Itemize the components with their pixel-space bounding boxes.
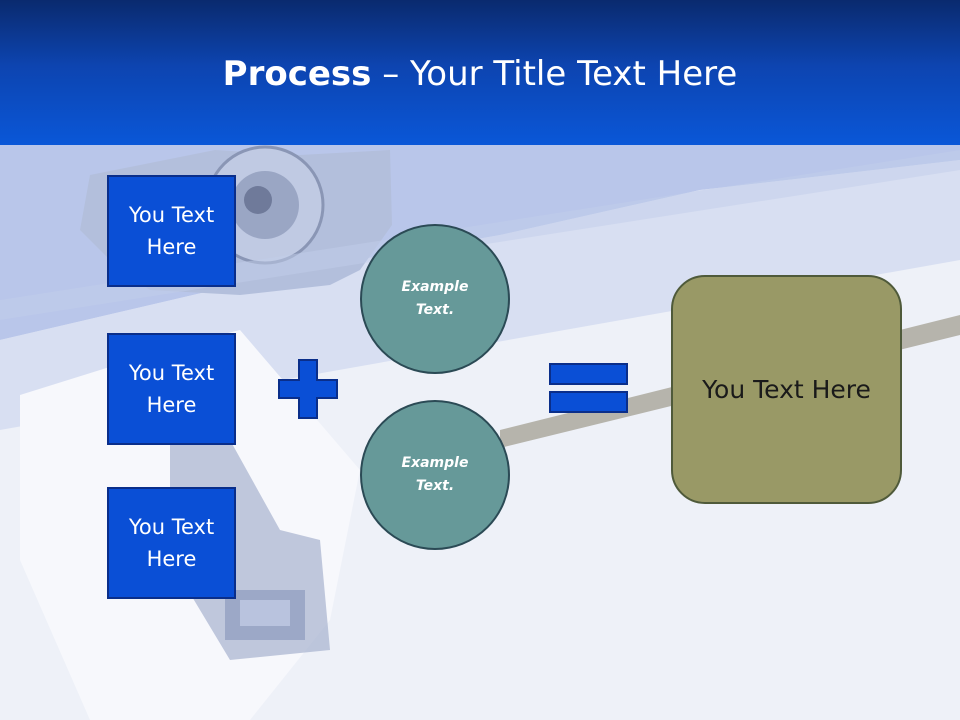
result-box[interactable]: You Text Here <box>671 275 902 504</box>
example-circle-label: Example Text. <box>401 455 469 494</box>
input-box-label: You Text Here <box>128 203 215 259</box>
example-circle-1[interactable]: Example Text. <box>360 224 510 374</box>
equals-icon <box>549 363 628 413</box>
input-box-2[interactable]: You Text Here <box>107 333 236 445</box>
input-box-3[interactable]: You Text Here <box>107 487 236 599</box>
plus-icon <box>278 359 338 419</box>
result-label: You Text Here <box>702 375 871 404</box>
example-circle-label: Example Text. <box>401 279 469 318</box>
title-dash: – <box>371 54 411 94</box>
input-box-1[interactable]: You Text Here <box>107 175 236 287</box>
input-box-label: You Text Here <box>128 361 215 417</box>
page-title: Process – Your Title Text Here <box>0 52 960 96</box>
example-circle-2[interactable]: Example Text. <box>360 400 510 550</box>
title-rest: Your Title Text Here <box>410 54 738 94</box>
title-bold: Process <box>222 54 372 94</box>
input-box-label: You Text Here <box>128 515 215 571</box>
header-bar <box>0 0 960 145</box>
